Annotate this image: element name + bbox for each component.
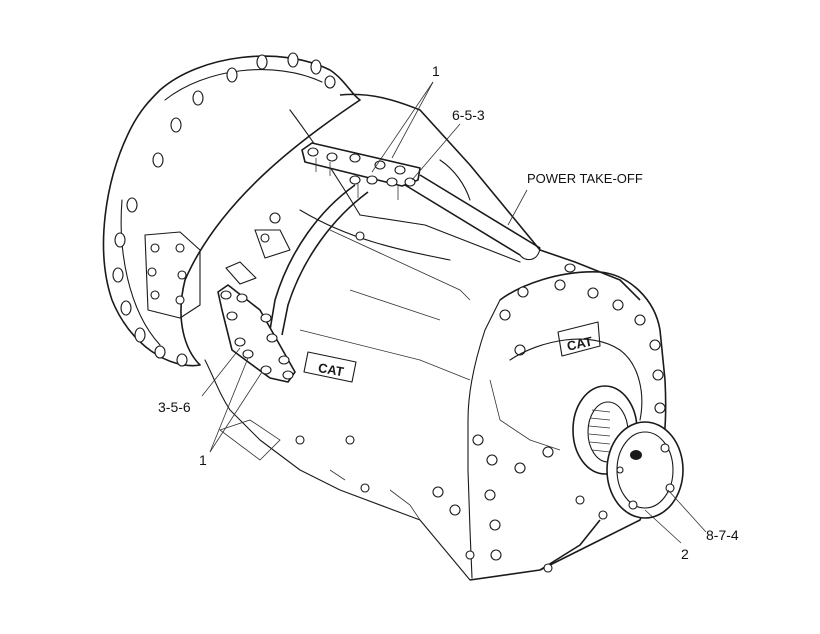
transmission-case: [144, 93, 667, 581]
power-take-off-housing: [404, 159, 576, 273]
callout-cover-parts: 8-7-4: [706, 527, 739, 543]
callout-parts-top: 6-5-3: [452, 107, 485, 123]
end-face-bolts: [472, 279, 666, 573]
callout-cover-plate: 2: [681, 546, 689, 562]
curved-tube: [269, 184, 369, 336]
callout-power-take-off: POWER TAKE-OFF: [527, 171, 643, 186]
top-flange-strip: [301, 142, 421, 200]
cat-logo-text: CAT: [317, 360, 345, 379]
left-flange-strip: [217, 261, 296, 383]
housing-flange-ring: [102, 52, 361, 367]
callout-bolts-left: 1: [199, 452, 207, 468]
callout-bolts-top: 1: [432, 63, 440, 79]
cover-plate: [606, 421, 684, 519]
callout-parts-left: 3-5-6: [158, 399, 191, 415]
flange-bolt-holes: [112, 52, 336, 367]
cat-logo-end: CAT: [557, 321, 601, 357]
cat-logo-text-end: CAT: [565, 334, 593, 354]
cat-logo-side: CAT: [303, 351, 357, 383]
leader-lines: [201, 81, 707, 544]
